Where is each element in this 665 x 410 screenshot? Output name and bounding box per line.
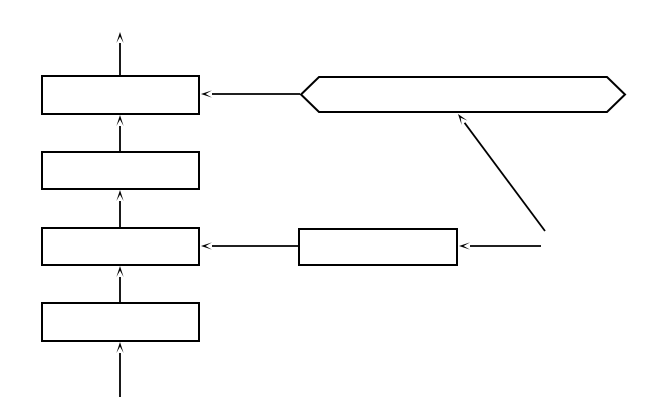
arrow-hexagon-to-top-block-arrowhead — [201, 90, 212, 98]
diagonal-arrow-source-to-hexagon-arrowhead — [458, 114, 468, 125]
arrow-side-block-to-third-block-arrowhead — [201, 242, 212, 250]
edges-layer — [116, 32, 546, 397]
arrow-block4-to-block3-arrowhead — [116, 266, 124, 277]
arrow-source-to-side-block-arrowhead — [459, 242, 470, 250]
upper-side-hexagon[interactable] — [299, 76, 627, 113]
diagonal-arrow-source-to-hexagon[interactable] — [463, 122, 546, 232]
middle-side-block[interactable] — [298, 228, 458, 266]
nodes-layer — [41, 75, 627, 342]
arrow-block2-to-block1-arrowhead — [116, 115, 124, 126]
top-stack-block[interactable] — [41, 75, 200, 115]
arrow-block3-to-block2-arrowhead — [116, 190, 124, 201]
input-arrow-arrowhead — [116, 342, 124, 353]
output-arrow-arrowhead — [116, 32, 124, 43]
third-stack-block[interactable] — [41, 227, 200, 266]
second-stack-block[interactable] — [41, 151, 200, 190]
bottom-stack-block[interactable] — [41, 302, 200, 342]
